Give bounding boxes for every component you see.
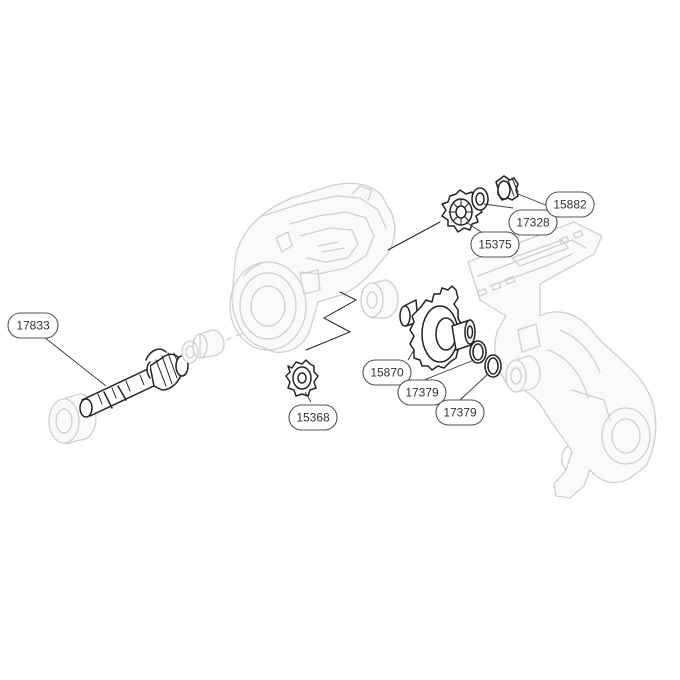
callout-label: 17379	[405, 386, 439, 400]
pinion-collar-ghost	[181, 329, 225, 364]
callout-17379-a: 17379	[397, 379, 447, 406]
reel-foot-stand-ghost	[467, 221, 657, 499]
callout-15375: 15375	[470, 231, 520, 258]
washer-17379-b	[484, 354, 502, 378]
main-gear-bearing-ghost	[505, 355, 541, 393]
callout-17379-b: 17379	[435, 399, 485, 426]
washer-17328	[471, 187, 489, 211]
main-gear-15870	[399, 285, 476, 371]
body-bearing-ghost	[360, 279, 399, 319]
washer-17379-a	[469, 340, 487, 364]
callout-17328: 17328	[508, 209, 558, 236]
callout-17833: 17833	[7, 312, 59, 339]
callout-label: 17328	[516, 216, 550, 230]
leader-lines	[43, 193, 549, 403]
callout-15870: 15870	[362, 359, 412, 386]
callout-label: 15368	[296, 411, 330, 425]
callout-15368: 15368	[288, 404, 338, 431]
callout-label: 15375	[478, 238, 512, 252]
callout-label: 15882	[553, 198, 587, 212]
pinion-gear-17833	[79, 348, 189, 418]
callout-label: 15870	[370, 366, 404, 380]
callout-label: 17379	[443, 406, 477, 420]
drive-gear-15882	[495, 175, 519, 201]
idle-gear-15368	[285, 359, 319, 397]
callout-15882: 15882	[545, 191, 595, 218]
reel-body-housing-ghost	[229, 182, 396, 353]
callout-label: 17833	[16, 319, 50, 333]
